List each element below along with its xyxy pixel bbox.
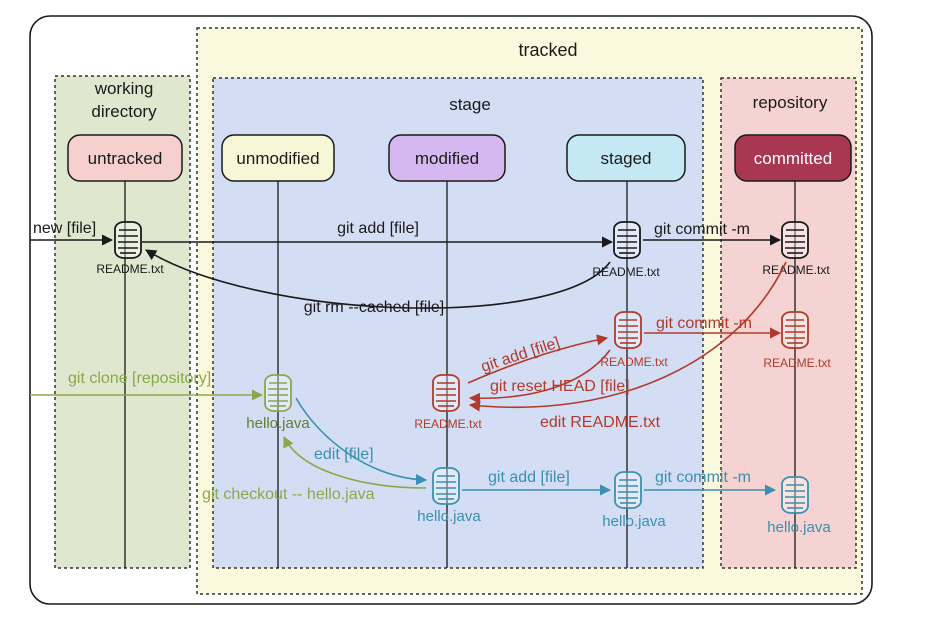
arrow-git-add-mid <box>467 334 609 384</box>
label-git-commit-mid: git commit -m <box>656 315 752 332</box>
label-readme-modified: README.txt <box>414 417 482 431</box>
file-icon-hello-staged <box>614 471 642 509</box>
state-unmodified: unmodified <box>221 134 335 182</box>
label-git-checkout: git checkout -- hello.java <box>202 486 375 503</box>
label-git-clone: git clone [repository] <box>68 370 211 387</box>
label-readme-committed-2: README.txt <box>763 356 831 370</box>
label-hello-staged: hello.java <box>602 513 666 530</box>
state-committed-label: committed <box>754 149 832 168</box>
file-icon-hello-modified <box>432 467 460 505</box>
stage-region-title: stage <box>449 95 491 114</box>
working-directory-title-line2: directory <box>91 102 157 121</box>
label-git-commit-top: git commit -m <box>654 221 750 238</box>
arrow-edit-readme <box>468 261 787 412</box>
repository-region-title: repository <box>753 93 828 112</box>
state-untracked: untracked <box>67 134 183 182</box>
label-hello-unmodified: hello.java <box>246 415 310 432</box>
tracked-region-title: tracked <box>518 40 577 60</box>
label-edit-file: edit [file] <box>314 446 374 463</box>
label-readme-untracked: README.txt <box>96 262 164 276</box>
file-icon-hello-committed <box>781 476 809 514</box>
state-unmodified-label: unmodified <box>236 149 319 168</box>
label-hello-modified: hello.java <box>417 508 481 525</box>
label-git-add-top: git add [file] <box>337 220 419 237</box>
file-icon-readme-staged <box>613 221 641 259</box>
state-untracked-label: untracked <box>88 149 163 168</box>
label-git-commit-bottom: git commit -m <box>655 469 751 486</box>
file-icon-readme-staged-2 <box>614 311 642 349</box>
arrow-edit-file <box>295 397 428 486</box>
label-readme-staged-2: README.txt <box>600 355 668 369</box>
file-icon-readme-committed-2 <box>781 311 809 349</box>
working-directory-title-line1: working <box>94 79 154 98</box>
file-icon-readme-committed <box>781 221 809 259</box>
label-readme-committed: README.txt <box>762 263 830 277</box>
label-edit-readme: edit README.txt <box>540 414 661 431</box>
label-git-add-bottom: git add [file] <box>488 469 570 486</box>
file-icon-readme-modified <box>432 374 460 412</box>
label-hello-committed: hello.java <box>767 519 831 536</box>
file-icon-hello-unmodified <box>264 374 292 412</box>
state-committed: committed <box>734 134 852 182</box>
state-staged: staged <box>566 134 686 182</box>
label-git-rm-cached: git rm --cached [file] <box>304 299 444 316</box>
state-staged-label: staged <box>600 149 651 168</box>
arrow-git-checkout <box>283 435 427 489</box>
label-readme-staged: README.txt <box>592 265 660 279</box>
state-modified-label: modified <box>415 149 479 168</box>
label-new-file: new [file] <box>33 220 96 237</box>
arrow-git-reset-head <box>468 349 611 404</box>
label-git-reset-head: git reset HEAD [file] <box>490 378 630 395</box>
file-icon-readme-untracked <box>114 221 142 259</box>
state-modified: modified <box>388 134 506 182</box>
arrow-git-rm-cached <box>145 249 611 309</box>
